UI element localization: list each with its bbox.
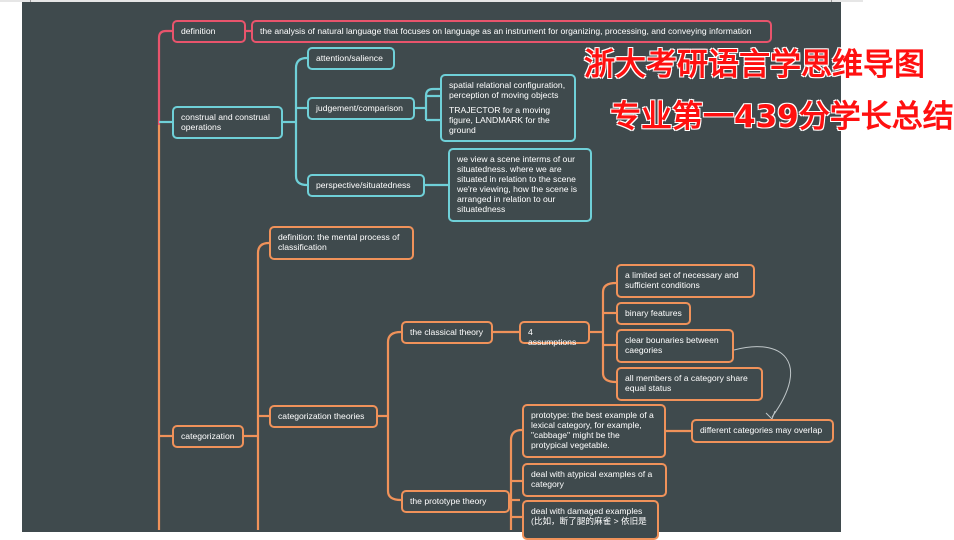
node-4-assumptions[interactable]: 4 assumptions <box>519 321 590 347</box>
node-perspective-label: perspective/situatedness <box>316 180 411 190</box>
node-p1-label: prototype: the best example of a lexical… <box>531 410 654 450</box>
node-attention-salience[interactable]: attention/salience <box>307 47 395 70</box>
node-spatial-text-1: spatial relational configuration, percep… <box>449 80 566 100</box>
watermark-line-2: 专业第一439分学长总结 <box>610 99 954 135</box>
node-overlap-label: different categories may overlap <box>700 425 823 435</box>
node-construal-label: construal and construal operations <box>181 112 270 132</box>
node-cat-definition[interactable]: definition: the mental process of classi… <box>269 226 414 260</box>
node-definition-label: definition <box>181 26 216 36</box>
node-perspective-situatedness[interactable]: perspective/situatedness <box>307 174 425 197</box>
node-classical-theory[interactable]: the classical theory <box>401 321 493 344</box>
mind-map-canvas: definition the analysis of natural langu… <box>22 2 954 540</box>
node-assumption-clear-boundaries[interactable]: clear bounaries between caegories <box>616 329 734 363</box>
node-scene-situatedness[interactable]: we view a scene interms of our situatedn… <box>448 148 592 222</box>
watermark-line-1: 浙大考研语言学思维导图 <box>584 47 925 83</box>
top-border <box>0 0 863 2</box>
node-definition-text[interactable]: the analysis of natural language that fo… <box>251 20 772 43</box>
node-assumption-necessary-conditions[interactable]: a limited set of necessary and sufficien… <box>616 264 755 298</box>
node-p3-label: deal with damaged examples (比如，断了腿的麻雀 > … <box>531 506 647 526</box>
node-categorization[interactable]: categorization <box>172 425 244 448</box>
connector-lines <box>157 29 792 530</box>
node-assumptions-label: 4 assumptions <box>528 327 577 347</box>
node-construal[interactable]: construal and construal operations <box>172 106 283 139</box>
node-damaged-examples[interactable]: deal with damaged examples (比如，断了腿的麻雀 > … <box>522 500 659 540</box>
node-spatial-configuration[interactable]: spatial relational configuration, percep… <box>440 74 576 142</box>
node-definition[interactable]: definition <box>172 20 246 43</box>
node-spatial-text-2: TRAJECTOR for a moving figure, LANDMARK … <box>449 105 551 135</box>
node-prototype-theory[interactable]: the prototype theory <box>401 490 510 513</box>
node-judgement-comparison[interactable]: judgement/comparison <box>307 97 415 120</box>
node-scene-label: we view a scene interms of our situatedn… <box>457 154 578 214</box>
node-prototype-best-example[interactable]: prototype: the best example of a lexical… <box>522 404 666 458</box>
node-assumption-equal-status[interactable]: all members of a category share equal st… <box>616 367 763 401</box>
node-categories-overlap[interactable]: different categories may overlap <box>691 419 834 443</box>
node-assumption-binary-features[interactable]: binary features <box>616 302 691 325</box>
node-definition-text-label: the analysis of natural language that fo… <box>260 26 752 36</box>
node-atypical-examples[interactable]: deal with atypical examples of a categor… <box>522 463 667 497</box>
node-a1-label: a limited set of necessary and sufficien… <box>625 270 739 290</box>
node-classical-label: the classical theory <box>410 327 484 337</box>
node-a3-label: clear bounaries between caegories <box>625 335 719 355</box>
node-prototype-theory-label: the prototype theory <box>410 496 487 506</box>
node-judgement-label: judgement/comparison <box>316 103 403 113</box>
node-a4-label: all members of a category share equal st… <box>625 373 748 393</box>
node-cat-theories-label: categorization theories <box>278 411 365 421</box>
node-categorization-label: categorization <box>181 431 235 441</box>
node-p2-label: deal with atypical examples of a categor… <box>531 469 653 489</box>
node-categorization-theories[interactable]: categorization theories <box>269 405 378 428</box>
node-cat-definition-label: definition: the mental process of classi… <box>278 232 400 252</box>
node-a2-label: binary features <box>625 308 682 318</box>
node-attention-label: attention/salience <box>316 53 383 63</box>
